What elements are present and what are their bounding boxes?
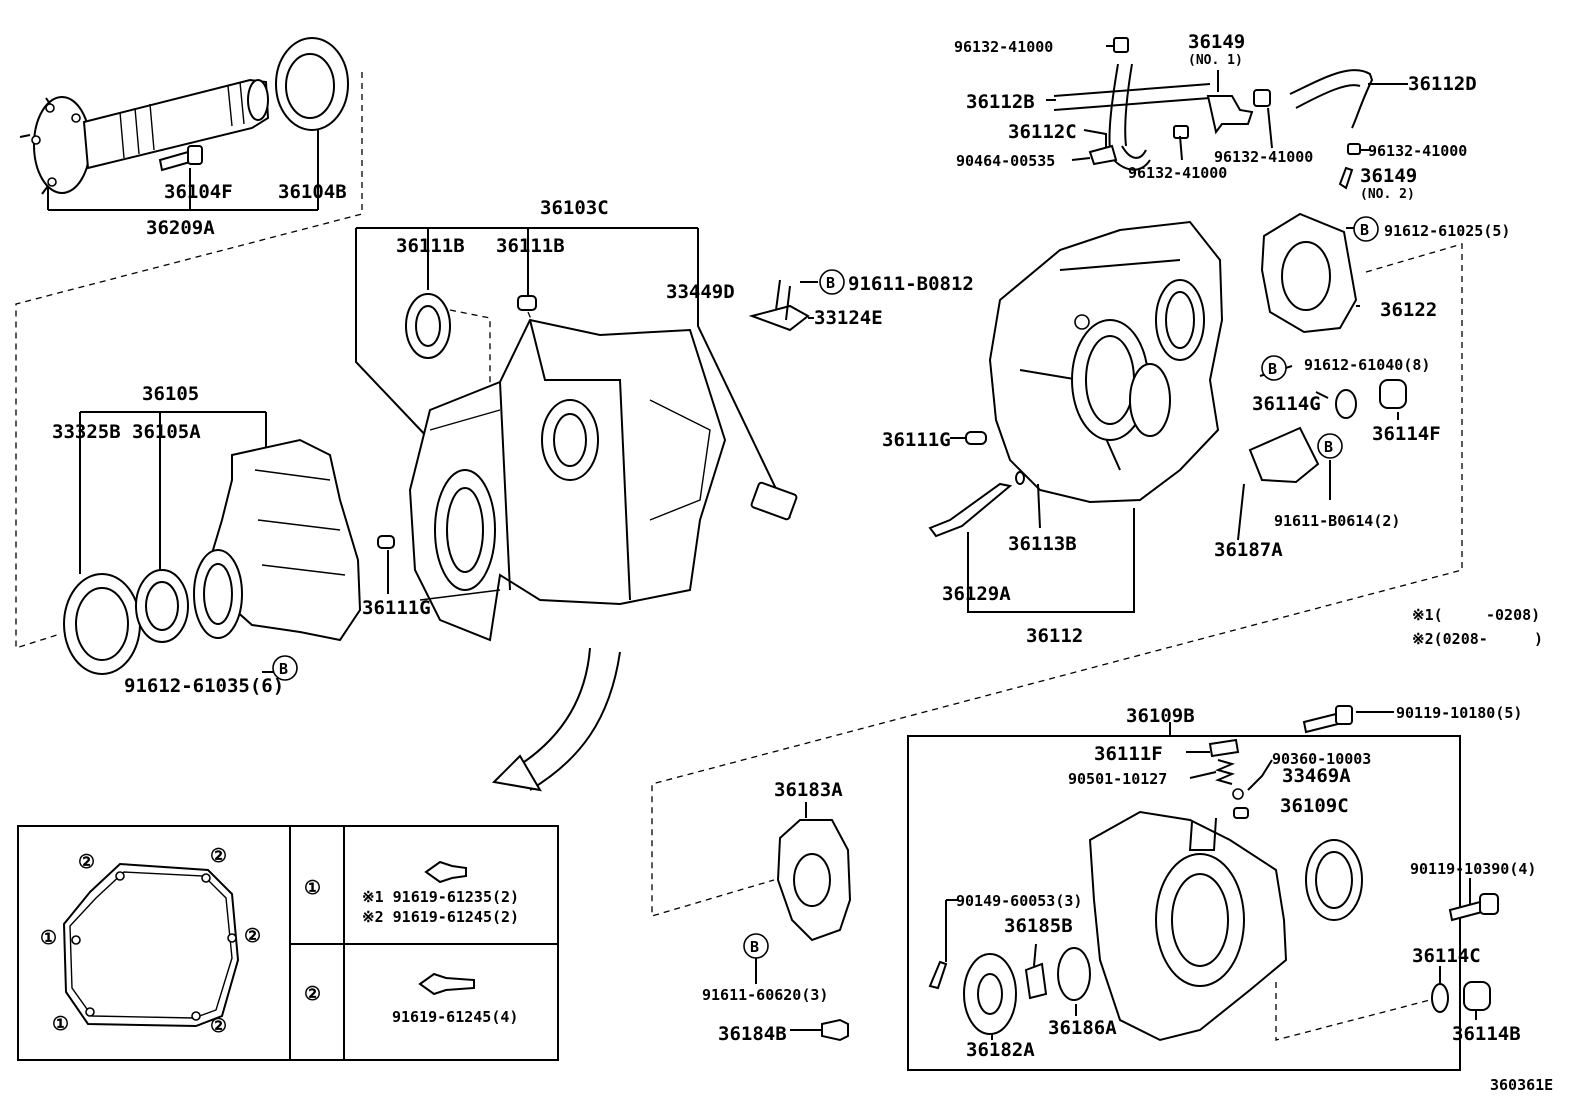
b-marker-91611-B0614: B: [1317, 433, 1343, 459]
note-1-range: -0208): [1486, 606, 1540, 624]
b-marker-91611-60620: B: [743, 933, 769, 959]
label-36149-no1-sub: (NO. 1): [1188, 53, 1243, 68]
label-36112D: 36112D: [1408, 73, 1477, 95]
direction-arrow: [491, 647, 621, 792]
extension-housing-assembly: [63, 411, 362, 675]
label-96132-41000-top: 96132-41000: [954, 38, 1053, 56]
b-marker-letter: B: [279, 660, 288, 678]
label-36109C: 36109C: [1280, 795, 1349, 817]
label-36187A: 36187A: [1214, 539, 1283, 561]
label-36105A: 36105A: [132, 421, 201, 443]
breather-hose-assembly: [1046, 37, 1408, 190]
bracket-33124E: [748, 279, 818, 332]
label-36182A: 36182A: [966, 1039, 1035, 1061]
rear-case-assembly: [928, 212, 1407, 613]
gasket-marker-2-right: ②: [244, 925, 261, 947]
bolt-legend-box: [17, 825, 559, 1061]
label-36111G-right: 36111G: [882, 429, 951, 451]
figure-id: 360361E: [1490, 1076, 1553, 1094]
label-36149-no2-sub: (NO. 2): [1360, 187, 1415, 202]
label-36113B: 36113B: [1008, 533, 1077, 555]
label-36105: 36105: [142, 383, 199, 405]
b-marker-letter: B: [1360, 221, 1369, 239]
b-marker-91612-61040: B: [1261, 355, 1287, 381]
b-marker-letter: B: [750, 938, 759, 956]
label-36149-no1: 36149: [1188, 31, 1245, 53]
flange-shaft-assembly: [19, 37, 349, 211]
legend-row2-marker: ②: [304, 983, 321, 1005]
label-90501-10127: 90501-10127: [1068, 770, 1167, 788]
label-36104F: 36104F: [164, 181, 233, 203]
label-96132-41000-mid2: 96132-41000: [1214, 148, 1313, 166]
label-90149-60053: 90149-60053(3): [956, 892, 1082, 910]
label-90119-10180: 90119-10180(5): [1396, 704, 1522, 722]
gasket-marker-2-bottom-right: ②: [210, 1015, 227, 1037]
label-91612-61035: 91612-61035(6): [124, 675, 284, 697]
transfer-case-housing: [355, 227, 798, 642]
label-33124E: 33124E: [814, 307, 883, 329]
label-96132-41000-mid: 96132-41000: [1128, 164, 1227, 182]
label-36114C: 36114C: [1412, 945, 1481, 967]
label-36111B-right: 36111B: [496, 235, 565, 257]
oil-pump-plate: [755, 802, 852, 1042]
label-91611-B0812: 91611-B0812: [848, 273, 974, 295]
note-1-mark: ※1(: [1412, 606, 1443, 624]
label-36103C: 36103C: [540, 197, 609, 219]
label-36111G-left: 36111G: [362, 597, 431, 619]
label-36114F: 36114F: [1372, 423, 1441, 445]
label-36122: 36122: [1380, 299, 1437, 321]
gasket-marker-1-left: ①: [40, 927, 57, 949]
b-marker-letter: B: [1324, 438, 1333, 456]
b-marker-91612-61025: B: [1353, 216, 1379, 242]
label-96132-41000-right: 96132-41000: [1368, 142, 1467, 160]
legend-row1-marker: ①: [304, 877, 321, 899]
label-36114G: 36114G: [1252, 393, 1321, 415]
front-cover-assembly: [907, 705, 1499, 1071]
label-90119-10390: 90119-10390(4): [1410, 860, 1536, 878]
dashed-guide-top-left: [15, 72, 363, 649]
note-2-mark: ※2(0208-: [1412, 630, 1488, 648]
label-36112B: 36112B: [966, 91, 1035, 113]
legend-row1-line1: ※1 91619-61235(2): [362, 888, 519, 906]
label-36184B: 36184B: [718, 1023, 787, 1045]
label-36112C: 36112C: [1008, 121, 1077, 143]
gasket-marker-2-top-right: ②: [210, 845, 227, 867]
label-36104B: 36104B: [278, 181, 347, 203]
label-36112: 36112: [1026, 625, 1083, 647]
label-36111F: 36111F: [1094, 743, 1163, 765]
label-33325B: 33325B: [52, 421, 121, 443]
label-90464-00535: 90464-00535: [956, 152, 1055, 170]
gasket-marker-1-bottom-left: ①: [52, 1013, 69, 1035]
gasket-marker-2-top-left: ②: [78, 851, 95, 873]
label-90360-10003: 90360-10003: [1272, 750, 1371, 768]
label-36111B-left: 36111B: [396, 235, 465, 257]
label-36149-no2: 36149: [1360, 165, 1417, 187]
legend-row2-line1: 91619-61245(4): [392, 1008, 518, 1026]
label-33469A: 33469A: [1282, 765, 1351, 787]
label-91611-B0614: 91611-B0614(2): [1274, 512, 1400, 530]
label-91612-61040: 91612-61040(8): [1304, 356, 1430, 374]
label-36109B: 36109B: [1126, 705, 1195, 727]
b-marker-letter: B: [1268, 360, 1277, 378]
label-36183A: 36183A: [774, 779, 843, 801]
label-36114B: 36114B: [1452, 1023, 1521, 1045]
label-33449D: 33449D: [666, 281, 735, 303]
note-2-close: ): [1534, 630, 1543, 648]
label-91612-61025: 91612-61025(5): [1384, 222, 1510, 240]
label-91611-60620: 91611-60620(3): [702, 986, 828, 1004]
b-marker-91612-61035: B: [272, 655, 298, 681]
legend-row1-line2: ※2 91619-61245(2): [362, 908, 519, 926]
label-36129A: 36129A: [942, 583, 1011, 605]
b-marker-91611-B0812: B: [819, 269, 845, 295]
b-marker-letter: B: [826, 274, 835, 292]
label-36185B: 36185B: [1004, 915, 1073, 937]
label-36209A: 36209A: [146, 217, 215, 239]
label-36186A: 36186A: [1048, 1017, 1117, 1039]
